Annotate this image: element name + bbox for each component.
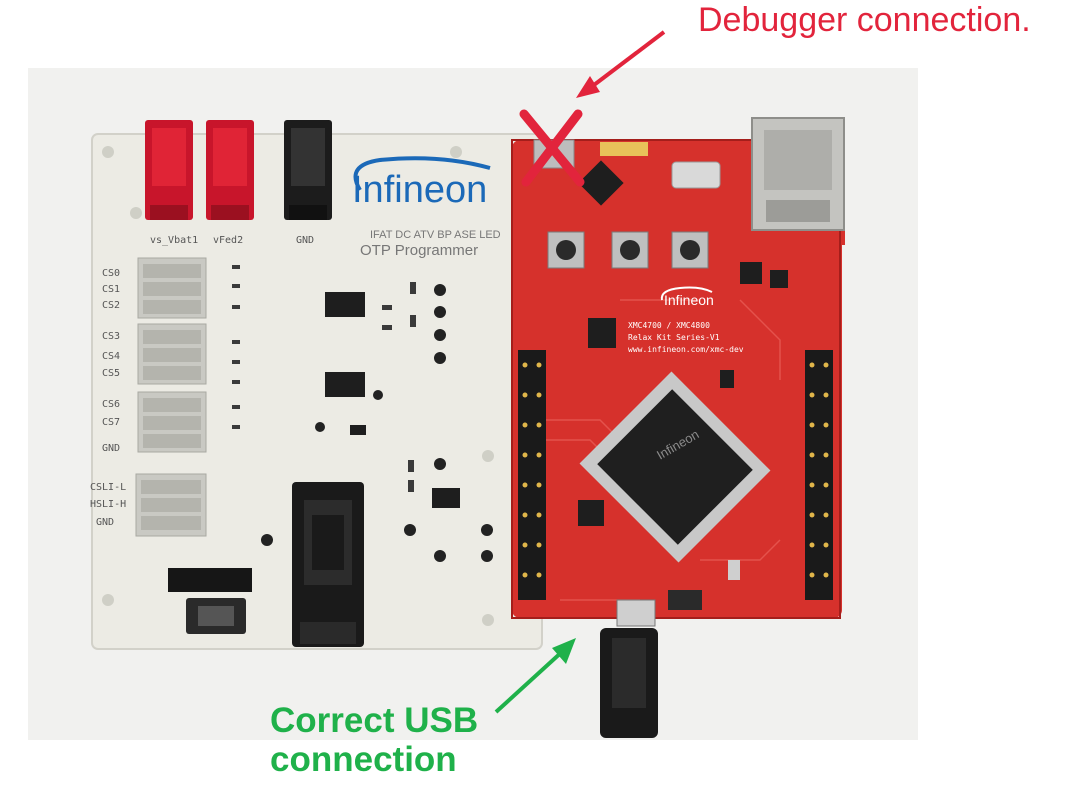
cs-label-6: CS6 [102, 399, 120, 410]
cs-label-4: CS4 [102, 351, 120, 362]
terminal-label-3: GND [296, 235, 314, 246]
programmer-ic-4 [350, 425, 366, 435]
usb-arrow-icon [494, 638, 576, 714]
top-header [600, 142, 648, 156]
screw-terminal-block-2 [137, 323, 207, 385]
left-pin-header [518, 350, 546, 600]
terminal-label-2: vFed2 [213, 235, 243, 246]
programming-socket [292, 482, 364, 647]
screw-terminal-block-4 [135, 473, 207, 537]
red-terminal-2 [206, 120, 254, 220]
cs-label-7: CS7 [102, 417, 120, 428]
cs-label-3: CS3 [102, 331, 120, 342]
debugger-connection-label: Debugger connection. [698, 1, 1031, 39]
infineon-swoosh-icon [353, 156, 491, 192]
bus-label-0: CSLI-L [90, 482, 126, 493]
ethernet-jack [751, 117, 845, 231]
push-button-3 [671, 231, 709, 269]
programmer-ic-2 [325, 372, 365, 397]
jumper-header [668, 590, 702, 610]
usb-label-line-1: Correct USB [270, 701, 479, 740]
correct-usb-connection-label: Correct USB connection [270, 701, 479, 779]
relax-kit-board: Infineon XMC4700 / XMC4800 Relax Kit Ser… [511, 117, 845, 619]
screw-terminal-block-1 [137, 257, 207, 319]
black-terminal [284, 120, 332, 220]
push-button-2 [611, 231, 649, 269]
bus-label-2: GND [96, 517, 114, 528]
debug-ic [578, 160, 624, 206]
cs-label-1: CS1 [102, 284, 120, 295]
relax-kit-text-3: www.infineon.com/xmc-dev [628, 345, 744, 354]
relax-kit-text-1: XMC4700 / XMC4800 [628, 321, 710, 330]
programmer-subtitle-2: OTP Programmer [360, 242, 478, 259]
crystal [671, 161, 721, 189]
programmer-logo: Infineon [352, 169, 487, 211]
relax-kit-small-parts [578, 262, 788, 580]
debugger-arrow-icon [576, 30, 666, 98]
relax-kit-logo: Infineon [664, 292, 714, 308]
red-terminal-1 [145, 120, 193, 220]
programmer-subtitle-1: IFAT DC ATV BP ASE LED [370, 229, 501, 241]
header-pins [522, 362, 829, 578]
relax-kit-swoosh-icon [660, 286, 713, 301]
test-points [261, 284, 493, 562]
usb-cable [600, 599, 658, 738]
cs-label-2: CS2 [102, 300, 120, 311]
cs-label-0: CS0 [102, 268, 120, 279]
main-microcontroller: Infineon [579, 371, 771, 563]
terminal-label-1: vs_Vbat1 [150, 235, 198, 246]
programmer-ic-3 [432, 488, 460, 508]
usb-label-line-2: connection [270, 739, 457, 779]
relax-kit-text-2: Relax Kit Series-V1 [628, 333, 720, 342]
voltage-regulator [588, 318, 616, 348]
relax-kit-traces [540, 299, 781, 601]
small-components [232, 265, 416, 492]
wrong-connection-x-icon [519, 109, 585, 187]
cs-label-5: CS5 [102, 368, 120, 379]
programmer-board: Infineon IFAT DC ATV BP ASE LED OTP Prog… [90, 120, 543, 650]
right-pin-header [805, 350, 833, 600]
screw-terminal-block-3 [137, 391, 207, 453]
pin-header-connector [168, 568, 252, 634]
programmer-ic-1 [325, 292, 365, 317]
push-button-1 [547, 231, 585, 269]
bus-label-1: HSLI-H [90, 499, 126, 510]
cs-label-gnd: GND [102, 443, 120, 454]
